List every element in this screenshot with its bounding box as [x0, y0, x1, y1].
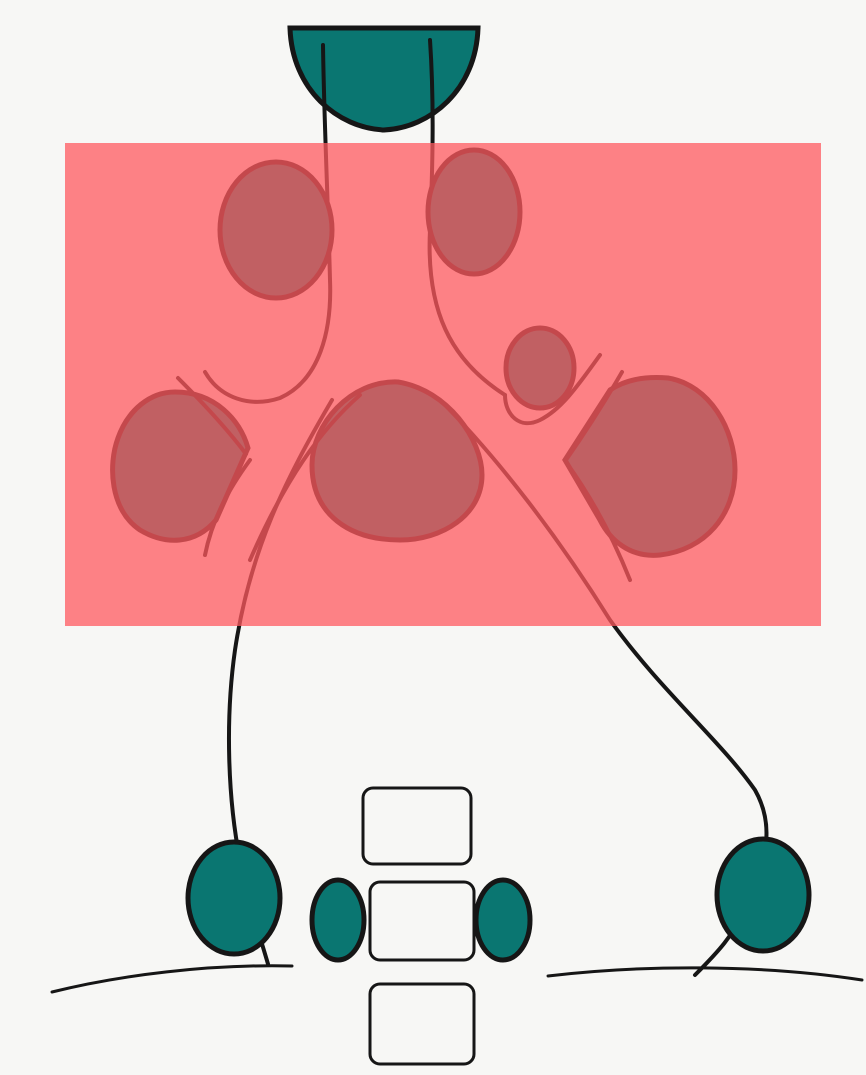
bottom-left-node [188, 842, 280, 954]
base-curve-right [548, 968, 862, 980]
box-middle [370, 882, 474, 960]
bottom-mid-right-node [476, 880, 530, 960]
top-node [290, 28, 478, 130]
bottom-mid-left-node [312, 880, 364, 960]
base-curve-left [52, 966, 292, 992]
bottom-right-node [717, 839, 809, 951]
highlight-overlay [65, 143, 821, 626]
box-lower [370, 984, 474, 1064]
box-upper [363, 788, 471, 864]
